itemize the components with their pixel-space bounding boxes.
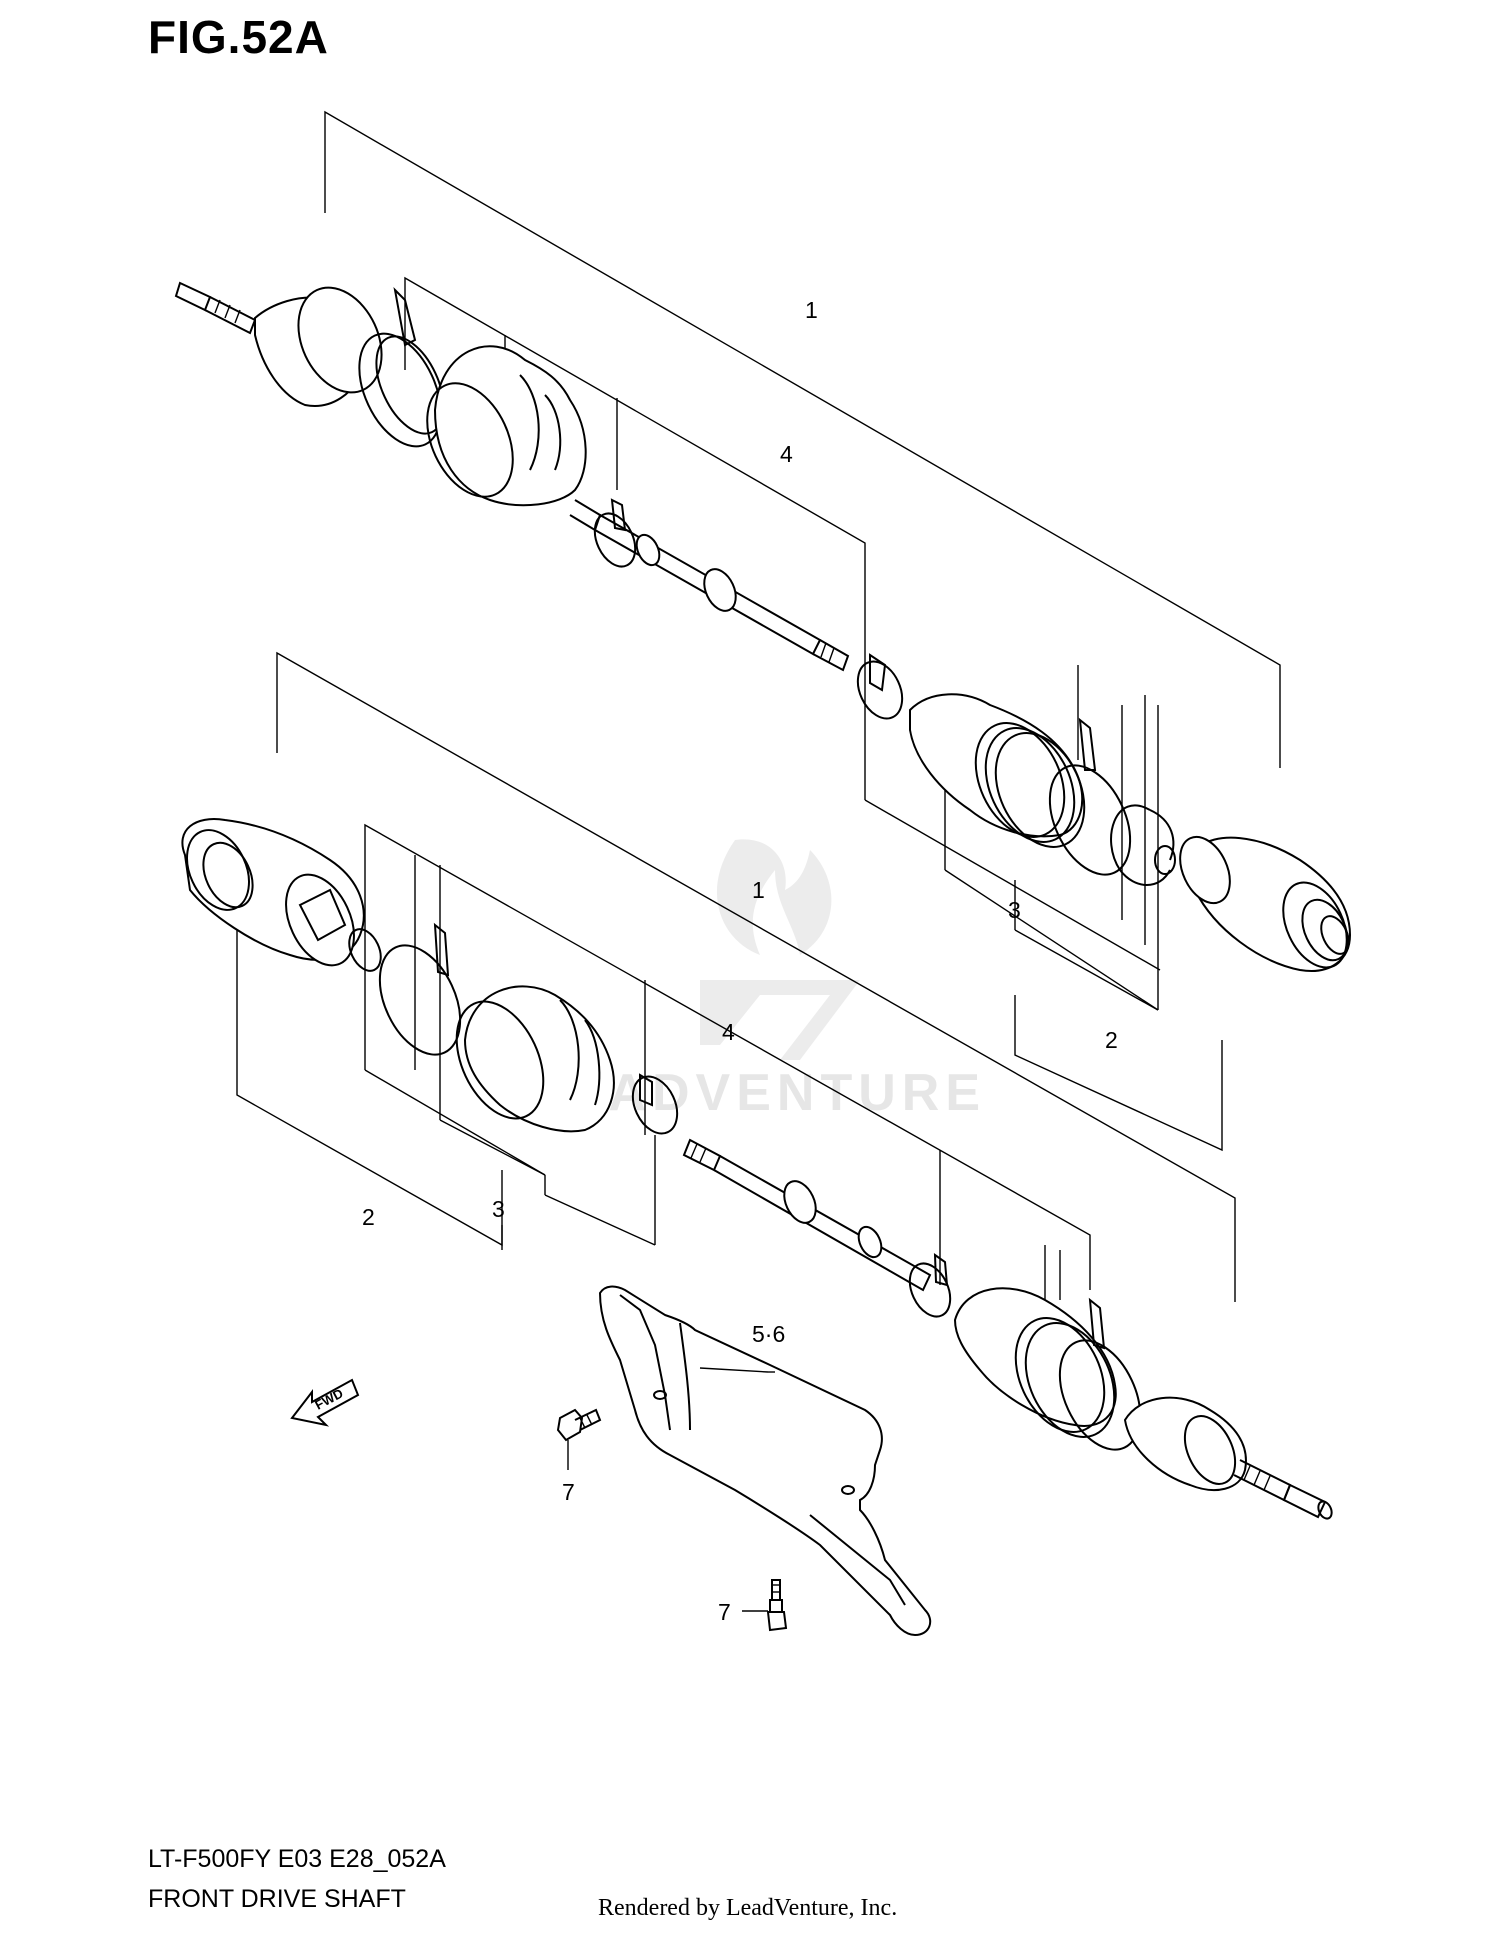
upper-shaft-assembly: 1 4 3 2 [174, 110, 1352, 1152]
lower-bracket-4 [364, 823, 1091, 1290]
diagram-name: FRONT DRIVE SHAFT [148, 1885, 406, 1913]
bolt-icon [766, 1579, 788, 1632]
callout-upper-2: 2 [1105, 1027, 1118, 1053]
bolt-icon [556, 1408, 602, 1442]
render-credit: Rendered by LeadVenture, Inc. [598, 1895, 898, 1921]
callout-lower-5-6: 5·6 [752, 1321, 785, 1347]
callout-lower-3: 3 [492, 1196, 505, 1222]
upper-bracket-4 [404, 276, 866, 800]
callout-upper-4: 4 [780, 441, 793, 467]
lower-bracket-2 [236, 925, 503, 1247]
lower-bracket-1 [276, 651, 1236, 1302]
callout-lower-1: 1 [752, 877, 765, 903]
callout-lower-2: 2 [362, 1204, 375, 1230]
figure-title: FIG.52A [148, 11, 329, 63]
callout-upper-1: 1 [805, 297, 818, 323]
callout-lower-7b: 7 [718, 1599, 731, 1625]
callout-lower-7a: 7 [562, 1479, 575, 1505]
lower-shaft-assembly: 1 4 2 3 5·6 7 7 [181, 651, 1333, 1637]
upper-bracket-1 [324, 110, 1281, 768]
model-code: LT-F500FY E03 E28_052A [148, 1845, 446, 1873]
upper-bracket-2 [1014, 995, 1223, 1152]
callout-upper-3: 3 [1008, 897, 1021, 923]
callout-lower-4: 4 [722, 1019, 735, 1045]
fwd-arrow-icon: FWD [290, 1378, 360, 1427]
skid-plate [598, 1285, 932, 1637]
